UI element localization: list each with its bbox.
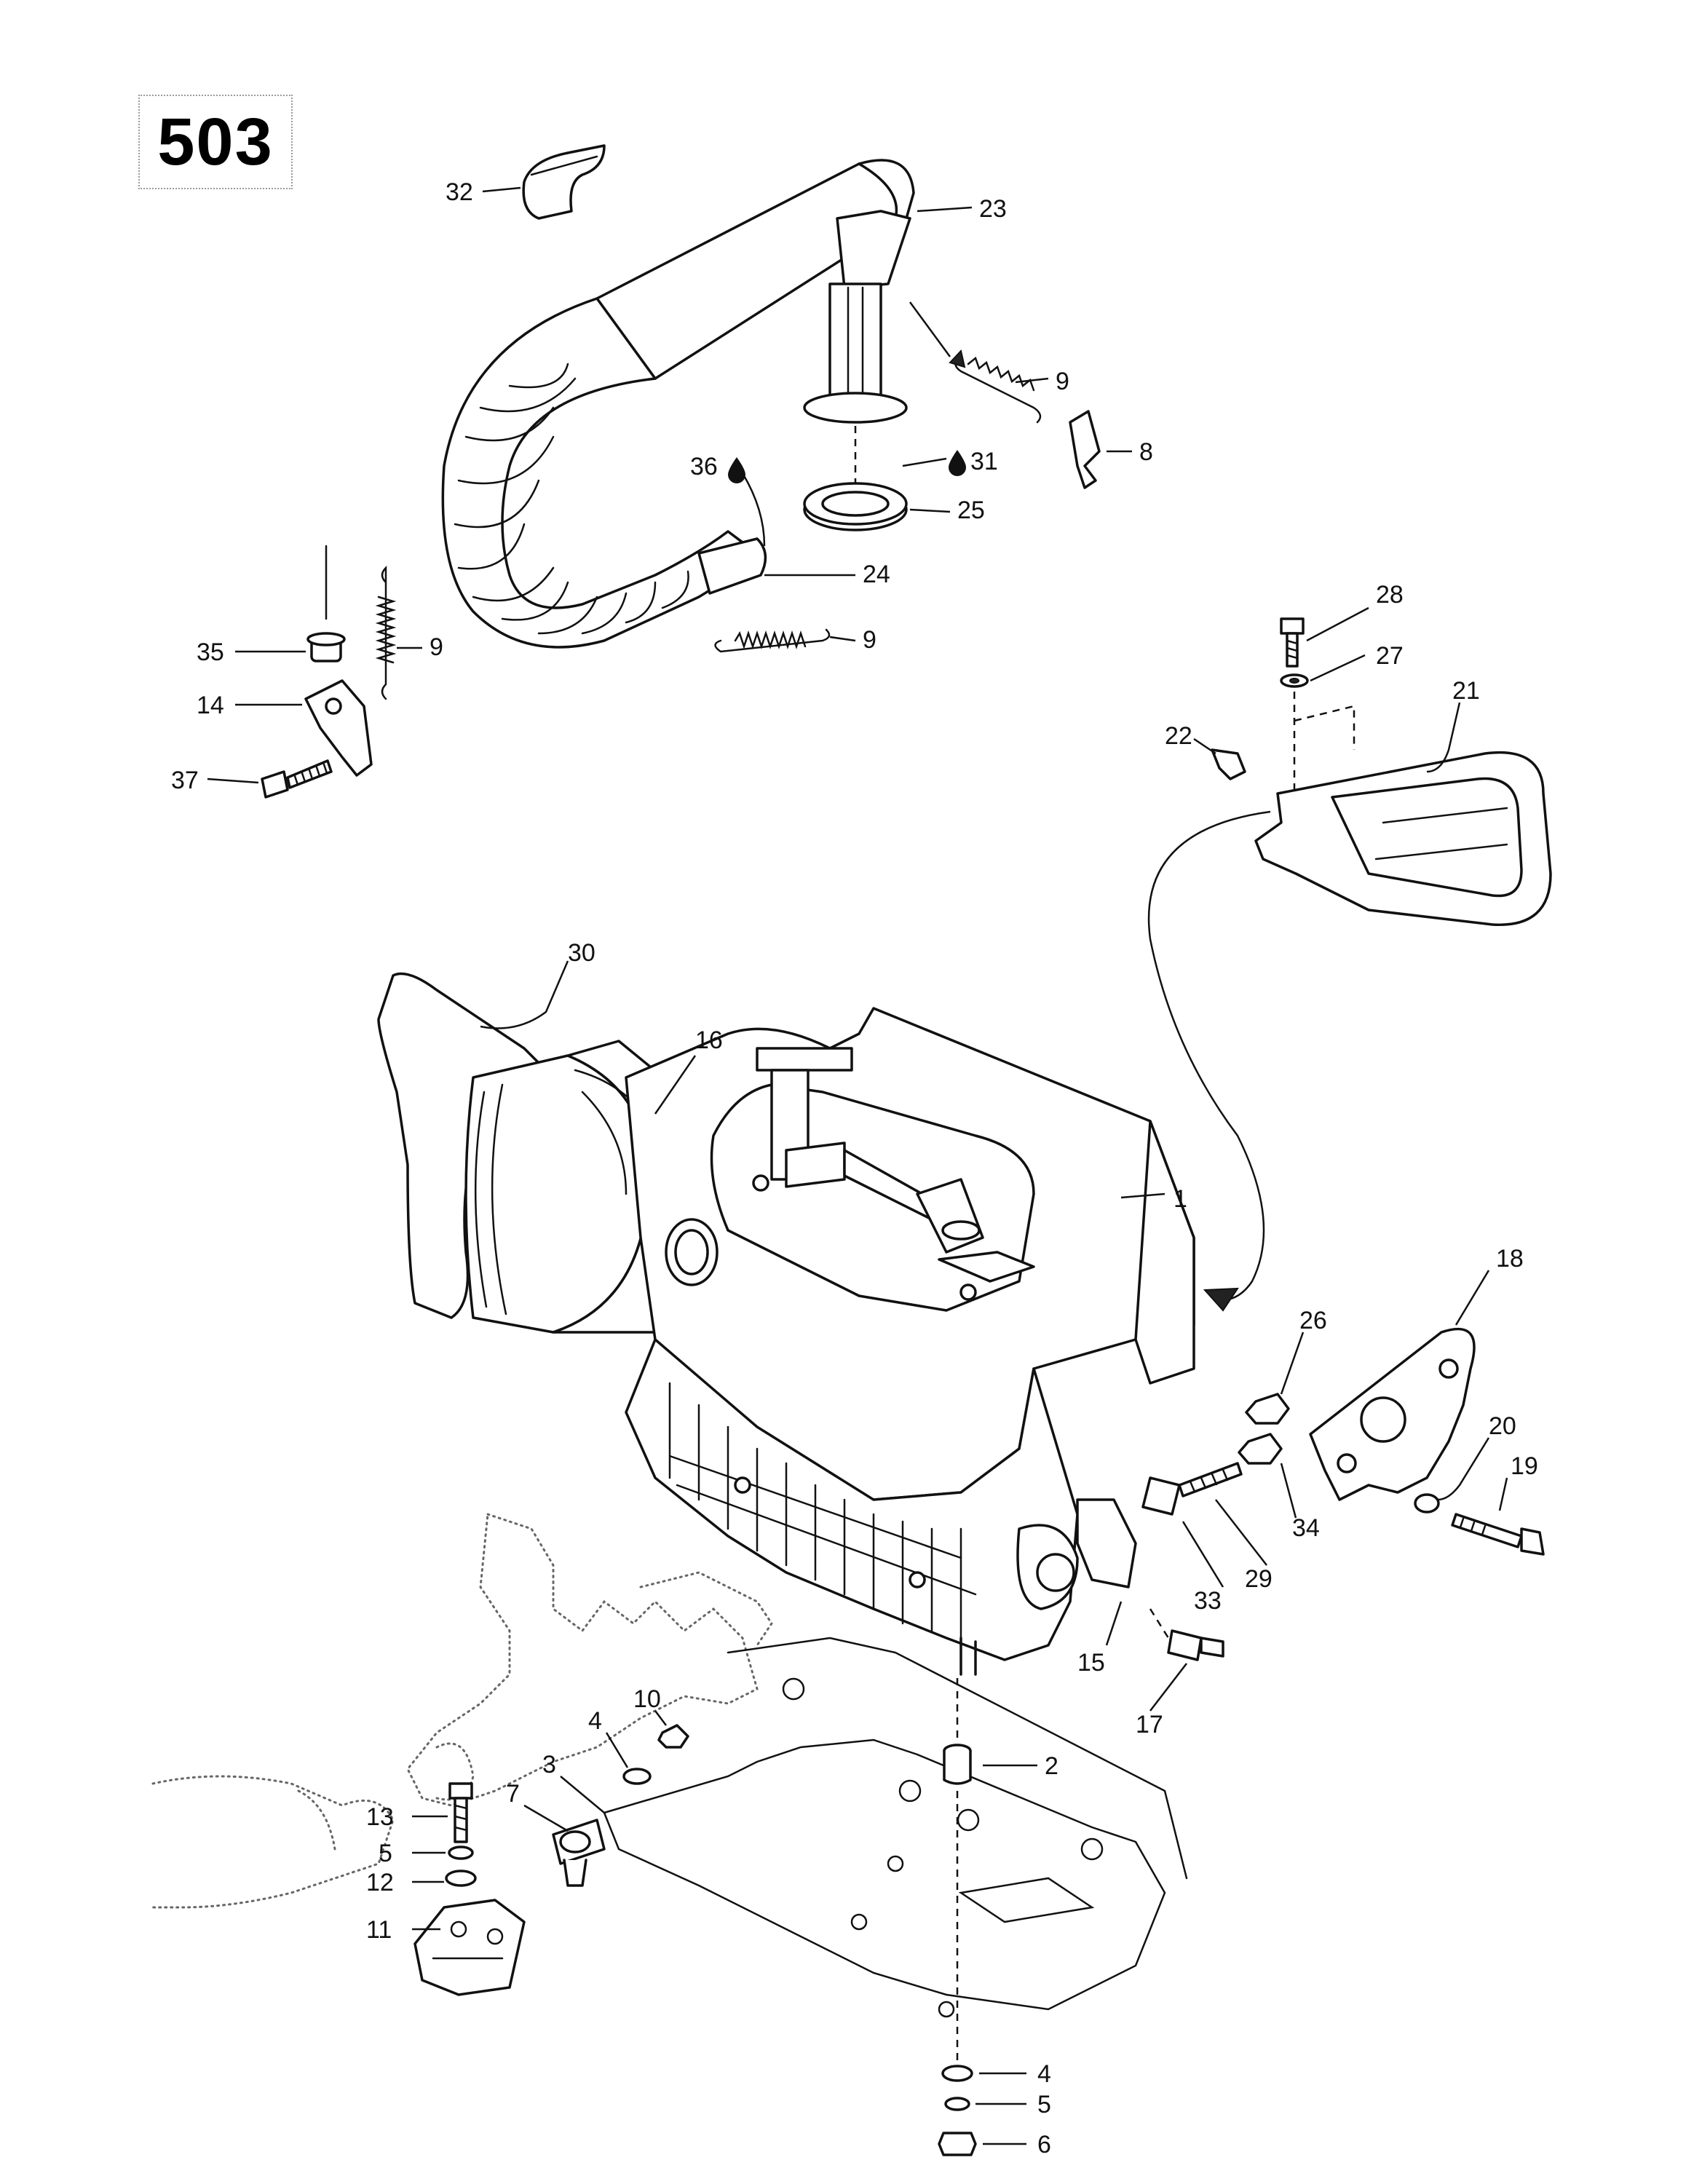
callout-9: 9 xyxy=(863,626,876,654)
bolt-37 xyxy=(261,759,333,799)
bracket-8 xyxy=(1069,410,1101,489)
callout-4: 4 xyxy=(588,1707,602,1735)
callout-16: 16 xyxy=(695,1026,723,1054)
callout-10: 10 xyxy=(633,1685,661,1713)
spacer-2 xyxy=(943,1744,972,1785)
spring-9-upper xyxy=(954,355,1042,424)
callout-23: 23 xyxy=(979,195,1007,223)
washer-27 xyxy=(1280,673,1309,688)
phantom-tuned-pipe xyxy=(151,1775,395,1909)
callout-6: 6 xyxy=(1037,2131,1051,2159)
callout-5: 5 xyxy=(1037,2091,1051,2118)
callout-20: 20 xyxy=(1489,1412,1516,1440)
washer-12 xyxy=(445,1870,477,1887)
engine-support-18 xyxy=(1309,1327,1476,1501)
washer-5-left xyxy=(448,1845,474,1860)
washer-5-lower xyxy=(944,2097,970,2111)
gasket-ring-25 xyxy=(803,482,908,531)
callout-25: 25 xyxy=(957,496,985,524)
page-number-box: 503 xyxy=(138,95,293,189)
callout-4: 4 xyxy=(1037,2060,1051,2088)
callout-19: 19 xyxy=(1511,1452,1538,1480)
callout-24: 24 xyxy=(863,561,890,588)
screw-13 xyxy=(448,1782,473,1843)
nut-34 xyxy=(1238,1433,1283,1465)
bolt-19 xyxy=(1451,1513,1545,1556)
callout-7: 7 xyxy=(506,1780,520,1808)
exhaust-sleeve-32 xyxy=(522,144,606,220)
callout-26: 26 xyxy=(1299,1307,1327,1334)
callout-33: 33 xyxy=(1194,1587,1222,1615)
engine-plate-3 xyxy=(603,1637,1188,2018)
callout-3: 3 xyxy=(542,1751,556,1779)
stud-29 xyxy=(1141,1462,1243,1516)
callout-28: 28 xyxy=(1376,581,1404,609)
nut-6 xyxy=(938,2132,977,2156)
callout-8: 8 xyxy=(1139,438,1153,466)
washer-4-lower xyxy=(941,2065,973,2082)
phantom-exhaust-manifold xyxy=(406,1512,773,1807)
callout-15: 15 xyxy=(1077,1649,1105,1677)
spring-9-middle xyxy=(714,628,831,653)
bolt-17 xyxy=(1167,1629,1224,1661)
crankcase-lower xyxy=(625,1338,1079,1676)
exhaust-pipe-tuned-24 xyxy=(441,297,767,649)
callout-30: 30 xyxy=(568,939,595,967)
nut-10 xyxy=(657,1724,689,1749)
callout-18: 18 xyxy=(1496,1245,1524,1273)
grommet-35 xyxy=(306,545,346,662)
rubber-mount-11 xyxy=(413,1899,526,1996)
callout-31: 31 xyxy=(970,448,998,475)
callout-13: 13 xyxy=(366,1803,394,1831)
callout-34: 34 xyxy=(1292,1514,1320,1542)
bolt-28 xyxy=(1280,617,1305,668)
callout-11: 11 xyxy=(366,1916,392,1944)
exhaust-bracket-14 xyxy=(304,679,373,777)
exhaust-muffler-23 xyxy=(595,159,915,424)
spacer-15 xyxy=(1076,1498,1137,1588)
callout-22: 22 xyxy=(1165,722,1192,750)
callout-36: 36 xyxy=(690,453,718,480)
spring-9-left xyxy=(375,565,397,700)
clip-22 xyxy=(1211,748,1246,780)
callout-27: 27 xyxy=(1376,642,1404,670)
callout-12: 12 xyxy=(366,1869,394,1896)
engine-1 xyxy=(625,1007,1195,1501)
washer-20 xyxy=(1414,1493,1440,1514)
callout-14: 14 xyxy=(197,692,224,719)
bracket-21 xyxy=(1254,692,1552,927)
callout-17: 17 xyxy=(1136,1711,1163,1738)
callout-35: 35 xyxy=(197,638,224,666)
callout-5: 5 xyxy=(379,1840,392,1867)
drop-icon xyxy=(728,457,745,483)
callout-9: 9 xyxy=(430,633,443,661)
callout-9: 9 xyxy=(1056,368,1069,395)
drop-icon xyxy=(949,450,966,476)
page-number: 503 xyxy=(157,104,274,179)
mount-7 xyxy=(552,1819,606,1887)
callout-37: 37 xyxy=(171,767,199,794)
callout-32: 32 xyxy=(446,178,473,206)
callout-2: 2 xyxy=(1045,1752,1058,1780)
callout-1: 1 xyxy=(1174,1185,1187,1213)
nut-26 xyxy=(1245,1393,1290,1425)
callout-21: 21 xyxy=(1452,677,1480,705)
washer-4-upper xyxy=(622,1768,652,1785)
callout-29: 29 xyxy=(1245,1565,1273,1593)
